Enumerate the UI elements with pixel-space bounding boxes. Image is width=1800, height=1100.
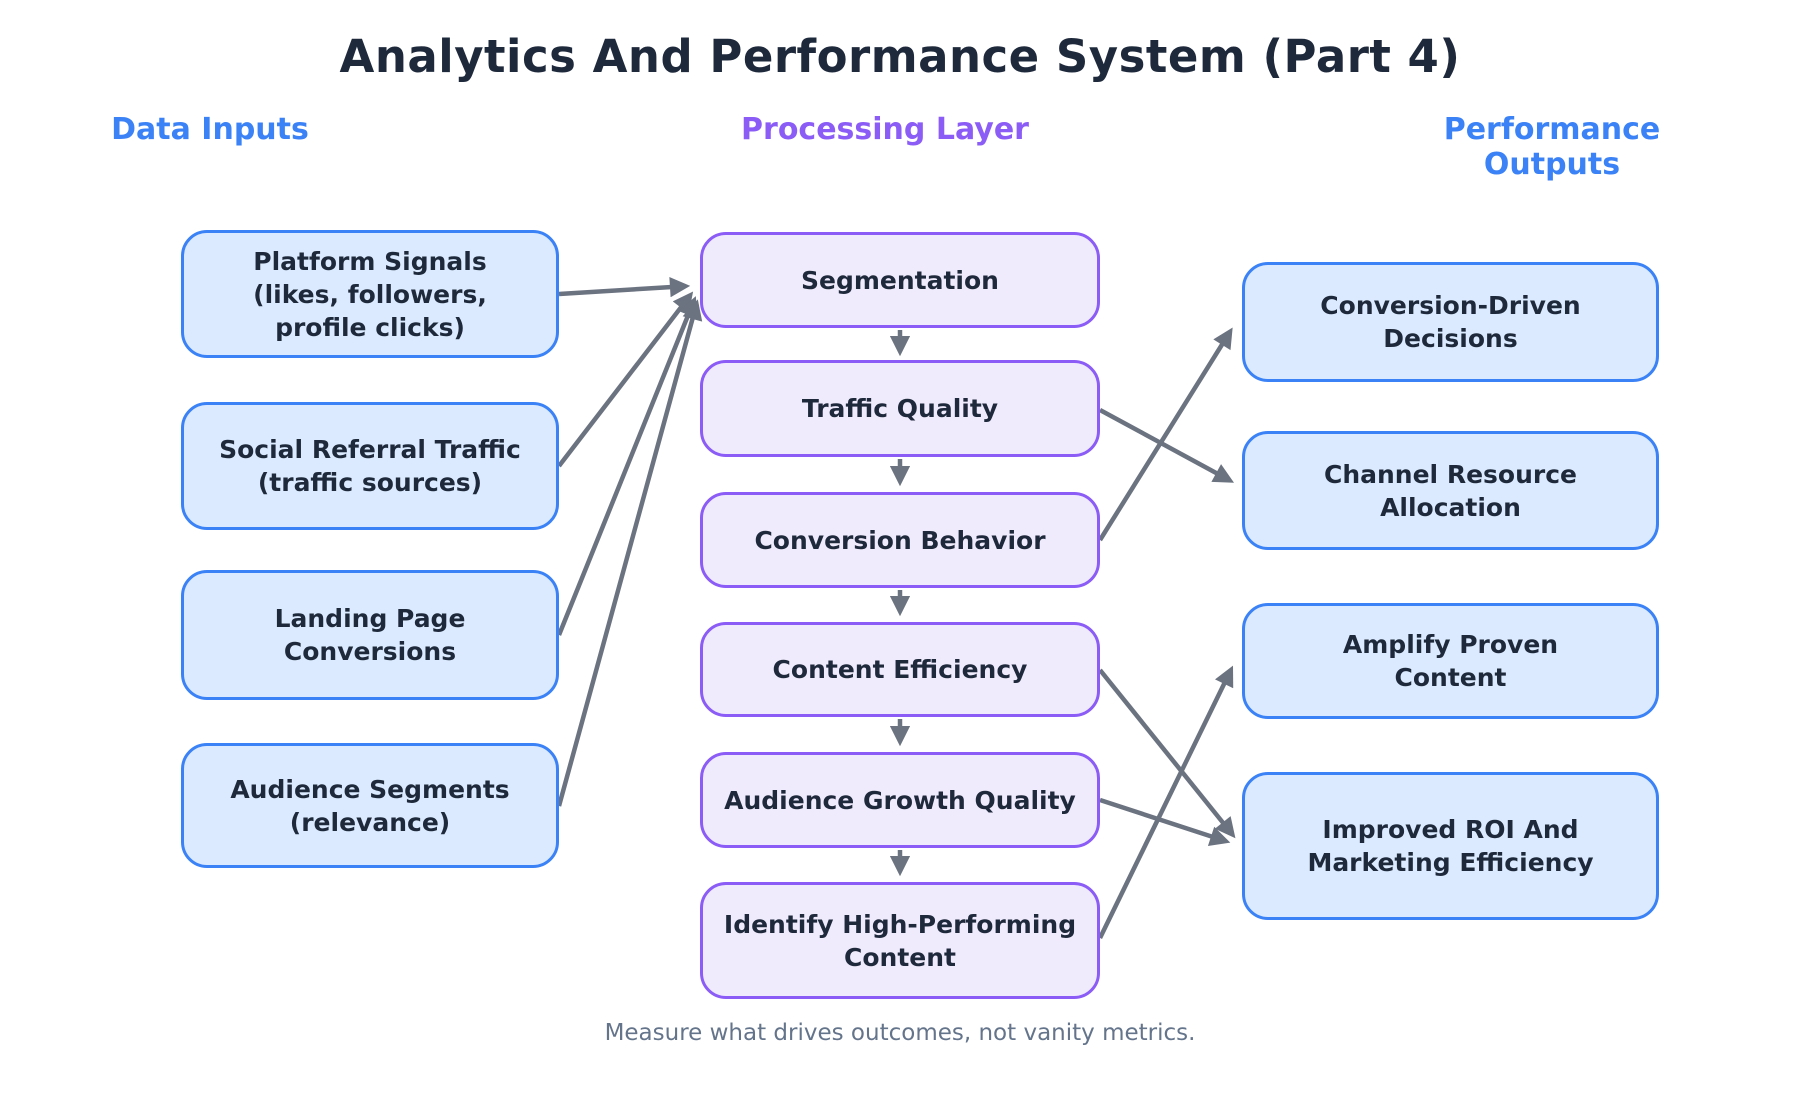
node-conversion-driven-decisions-label: Conversion-Driven Decisions: [1320, 291, 1581, 353]
node-improved-roi: Improved ROI And Marketing Efficiency: [1242, 772, 1659, 920]
arrow-landing-page-to-segmentation: [556, 296, 698, 636]
node-content-efficiency: Content Efficiency: [700, 622, 1100, 717]
node-landing-page-conversions-label: Landing Page Conversions: [274, 604, 466, 666]
column-header-performance-outputs: Performance Outputs: [1443, 112, 1661, 182]
node-identify-high-performing-content-label: Identify High-Performing Content: [723, 909, 1077, 972]
column-header-processing-layer: Processing Layer: [741, 112, 1029, 147]
node-conversion-driven-decisions: Conversion-Driven Decisions: [1242, 262, 1659, 382]
node-traffic-quality: Traffic Quality: [700, 360, 1100, 457]
node-landing-page-conversions: Landing Page Conversions: [181, 570, 559, 700]
arrow-content-efficiency-to-improved-roi: [1098, 668, 1236, 839]
arrow-platform-signals-to-segmentation: [558, 277, 691, 298]
node-audience-growth-quality-label: Audience Growth Quality: [724, 785, 1076, 815]
node-amplify-proven-content: Amplify Proven Content: [1242, 603, 1659, 719]
node-platform-signals: Platform Signals (likes, followers, prof…: [181, 230, 559, 358]
node-channel-resource-allocation-label: Channel Resource Allocation: [1323, 459, 1577, 522]
arrow-traffic-quality-to-channel-resource: [1098, 408, 1235, 483]
node-traffic-quality-label: Traffic Quality: [801, 394, 999, 423]
node-content-efficiency-label: Content Efficiency: [772, 655, 1028, 684]
column-header-data-inputs: Data Inputs: [111, 112, 309, 147]
arrow-identify-high-performing-to-amplify-proven: [1097, 665, 1234, 939]
arrow-audience-growth-to-improved-roi: [1099, 797, 1231, 846]
node-conversion-behavior: Conversion Behavior: [700, 492, 1100, 588]
node-audience-growth-quality: Audience Growth Quality: [700, 752, 1100, 848]
node-social-referral-traffic: Social Referral Traffic (traffic sources…: [181, 402, 559, 530]
node-segmentation: Segmentation: [700, 232, 1100, 328]
footer-caption: Measure what drives outcomes, not vanity…: [604, 1020, 1196, 1046]
node-conversion-behavior-label: Conversion Behavior: [754, 525, 1046, 555]
node-platform-signals-label: Platform Signals (likes, followers, prof…: [253, 246, 487, 342]
node-audience-segments-label: Audience Segments (relevance): [230, 774, 510, 837]
arrow-audience-segments-to-segmentation: [556, 299, 703, 807]
arrow-social-referral-to-segmentation: [557, 291, 694, 468]
node-audience-segments: Audience Segments (relevance): [181, 743, 559, 868]
node-channel-resource-allocation: Channel Resource Allocation: [1242, 431, 1659, 550]
node-improved-roi-label: Improved ROI And Marketing Efficiency: [1307, 815, 1594, 877]
node-segmentation-label: Segmentation: [801, 265, 999, 295]
node-identify-high-performing-content: Identify High-Performing Content: [700, 882, 1100, 999]
node-social-referral-traffic-label: Social Referral Traffic (traffic sources…: [219, 435, 521, 497]
page-title: Analytics And Performance System (Part 4…: [339, 30, 1461, 83]
arrow-conversion-behavior-to-conversion-driven: [1098, 327, 1233, 542]
node-amplify-proven-content-label: Amplify Proven Content: [1342, 630, 1559, 692]
